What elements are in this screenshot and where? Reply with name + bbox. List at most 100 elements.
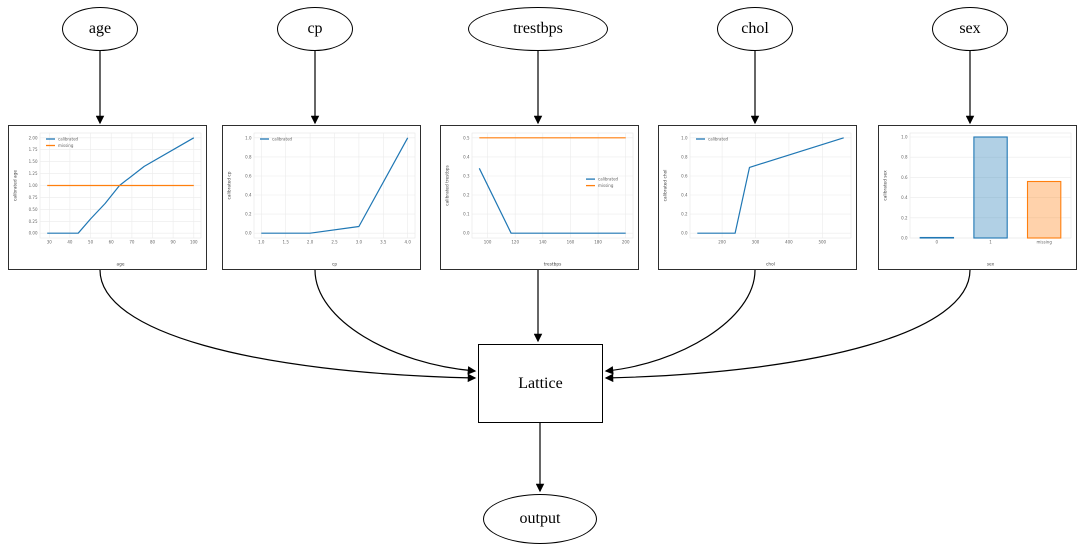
- svg-text:50: 50: [88, 240, 94, 245]
- svg-text:missing: missing: [598, 183, 614, 188]
- svg-text:1.0: 1.0: [901, 135, 908, 140]
- svg-text:calibrated age: calibrated age: [13, 170, 19, 201]
- svg-text:60: 60: [109, 240, 115, 245]
- svg-text:1.0: 1.0: [258, 240, 265, 245]
- svg-text:0.0: 0.0: [463, 231, 470, 236]
- edge-cholplot-to-lattice: [604, 269, 756, 375]
- svg-text:0.00: 0.00: [29, 231, 38, 236]
- svg-text:0.4: 0.4: [901, 195, 908, 200]
- svg-text:calibrated chol: calibrated chol: [663, 170, 669, 202]
- svg-text:90: 90: [171, 240, 177, 245]
- calibration-plot-trestbps: 100 120 140 160 180 200 0.0 0.1 0.2 0.3 0.4 0.5 tres…: [440, 125, 639, 270]
- svg-text:4.0: 4.0: [405, 240, 412, 245]
- svg-text:100: 100: [190, 240, 198, 245]
- svg-text:0.3: 0.3: [463, 174, 470, 179]
- svg-text:trestbps: trestbps: [544, 262, 562, 268]
- input-node-sex: sex: [932, 7, 1008, 51]
- input-node-trestbps: trestbps: [468, 7, 608, 51]
- svg-text:2.0: 2.0: [307, 240, 314, 245]
- svg-text:cp: cp: [332, 263, 337, 268]
- svg-text:400: 400: [785, 240, 793, 245]
- calibration-plot-cp: 1.0 1.5 2.0 2.5 3.0 3.5 4.0 0.0 0.2 0.4 0.6 0.8 1.0 c…: [222, 125, 421, 270]
- svg-text:calibrated cp: calibrated cp: [227, 171, 233, 199]
- input-node-age-label: age: [88, 20, 112, 37]
- svg-text:age: age: [116, 263, 124, 268]
- svg-text:0: 0: [936, 240, 939, 245]
- svg-text:160: 160: [567, 240, 575, 245]
- lattice-node-label: Lattice: [518, 374, 563, 392]
- calibration-plot-chol: 200 300 400 500 0.0 0.2 0.4 0.6 0.8 1.0 chol calibr…: [658, 125, 857, 270]
- svg-text:calibrated: calibrated: [598, 177, 619, 182]
- svg-text:2.5: 2.5: [331, 240, 338, 245]
- input-node-sex-label: sex: [959, 20, 981, 37]
- svg-text:calibrated: calibrated: [58, 137, 79, 142]
- svg-text:500: 500: [818, 240, 826, 245]
- svg-text:80: 80: [150, 240, 156, 245]
- svg-text:0.1: 0.1: [463, 212, 470, 217]
- svg-text:0.6: 0.6: [681, 174, 688, 179]
- svg-text:0.75: 0.75: [29, 195, 38, 200]
- svg-text:0.0: 0.0: [245, 231, 252, 236]
- svg-text:chol: chol: [766, 262, 775, 268]
- edge-sexplot-to-lattice: [604, 269, 971, 383]
- svg-text:100: 100: [484, 240, 492, 245]
- input-node-chol-label: chol: [741, 20, 769, 37]
- svg-text:calibrated: calibrated: [272, 137, 293, 142]
- svg-text:200: 200: [622, 240, 630, 245]
- svg-text:2.00: 2.00: [29, 135, 38, 140]
- svg-text:missing: missing: [58, 143, 74, 148]
- svg-text:missing: missing: [1037, 240, 1053, 245]
- svg-text:0.0: 0.0: [901, 236, 908, 241]
- svg-text:0.2: 0.2: [463, 193, 470, 198]
- input-node-cp-label: cp: [307, 20, 323, 37]
- edge-cpplot-to-lattice: [314, 269, 477, 375]
- svg-text:0.4: 0.4: [463, 154, 470, 159]
- svg-text:0.2: 0.2: [245, 212, 252, 217]
- svg-text:70: 70: [129, 240, 135, 245]
- svg-text:calibrated trestbps: calibrated trestbps: [445, 164, 451, 205]
- svg-text:300: 300: [752, 240, 760, 245]
- input-node-chol: chol: [717, 7, 793, 51]
- svg-text:0.2: 0.2: [901, 215, 908, 220]
- svg-text:0.0: 0.0: [681, 231, 688, 236]
- svg-text:200: 200: [718, 240, 726, 245]
- svg-text:1.0: 1.0: [245, 135, 252, 140]
- svg-text:120: 120: [511, 240, 519, 245]
- svg-text:0.6: 0.6: [901, 175, 908, 180]
- svg-text:140: 140: [539, 240, 547, 245]
- svg-text:0.6: 0.6: [245, 174, 252, 179]
- svg-text:0.4: 0.4: [681, 193, 688, 198]
- svg-text:sex: sex: [987, 263, 995, 268]
- svg-text:30: 30: [47, 240, 53, 245]
- edge-ageplot-to-lattice: [99, 269, 477, 383]
- input-node-age: age: [62, 7, 138, 51]
- svg-text:1.00: 1.00: [29, 183, 38, 188]
- svg-text:1.5: 1.5: [283, 240, 290, 245]
- svg-text:0.50: 0.50: [29, 207, 38, 212]
- svg-text:40: 40: [67, 240, 73, 245]
- svg-text:0.25: 0.25: [29, 219, 38, 224]
- svg-text:3.5: 3.5: [380, 240, 387, 245]
- svg-text:0.2: 0.2: [681, 212, 688, 217]
- svg-text:calibrated: calibrated: [708, 137, 729, 142]
- input-node-trestbps-label: trestbps: [513, 20, 563, 37]
- svg-text:calibrated sex: calibrated sex: [883, 170, 889, 201]
- svg-text:0.4: 0.4: [245, 193, 252, 198]
- svg-text:0.5: 0.5: [463, 135, 470, 140]
- svg-text:0.8: 0.8: [901, 155, 908, 160]
- output-node-label: output: [519, 510, 561, 527]
- calibration-plot-age: 30 40 50 60 70 80 90 100 0.00 0.25 0.50 0.75 1.00 1.2…: [8, 125, 207, 270]
- lattice-node: Lattice: [478, 344, 603, 423]
- svg-text:0.8: 0.8: [681, 154, 688, 159]
- svg-text:0.8: 0.8: [245, 154, 252, 159]
- svg-text:3.0: 3.0: [356, 240, 363, 245]
- svg-text:1.25: 1.25: [29, 171, 38, 176]
- svg-text:180: 180: [594, 240, 602, 245]
- svg-text:1.0: 1.0: [681, 135, 688, 140]
- svg-text:1.75: 1.75: [29, 147, 38, 152]
- svg-text:1.50: 1.50: [29, 159, 38, 164]
- input-node-cp: cp: [277, 7, 353, 51]
